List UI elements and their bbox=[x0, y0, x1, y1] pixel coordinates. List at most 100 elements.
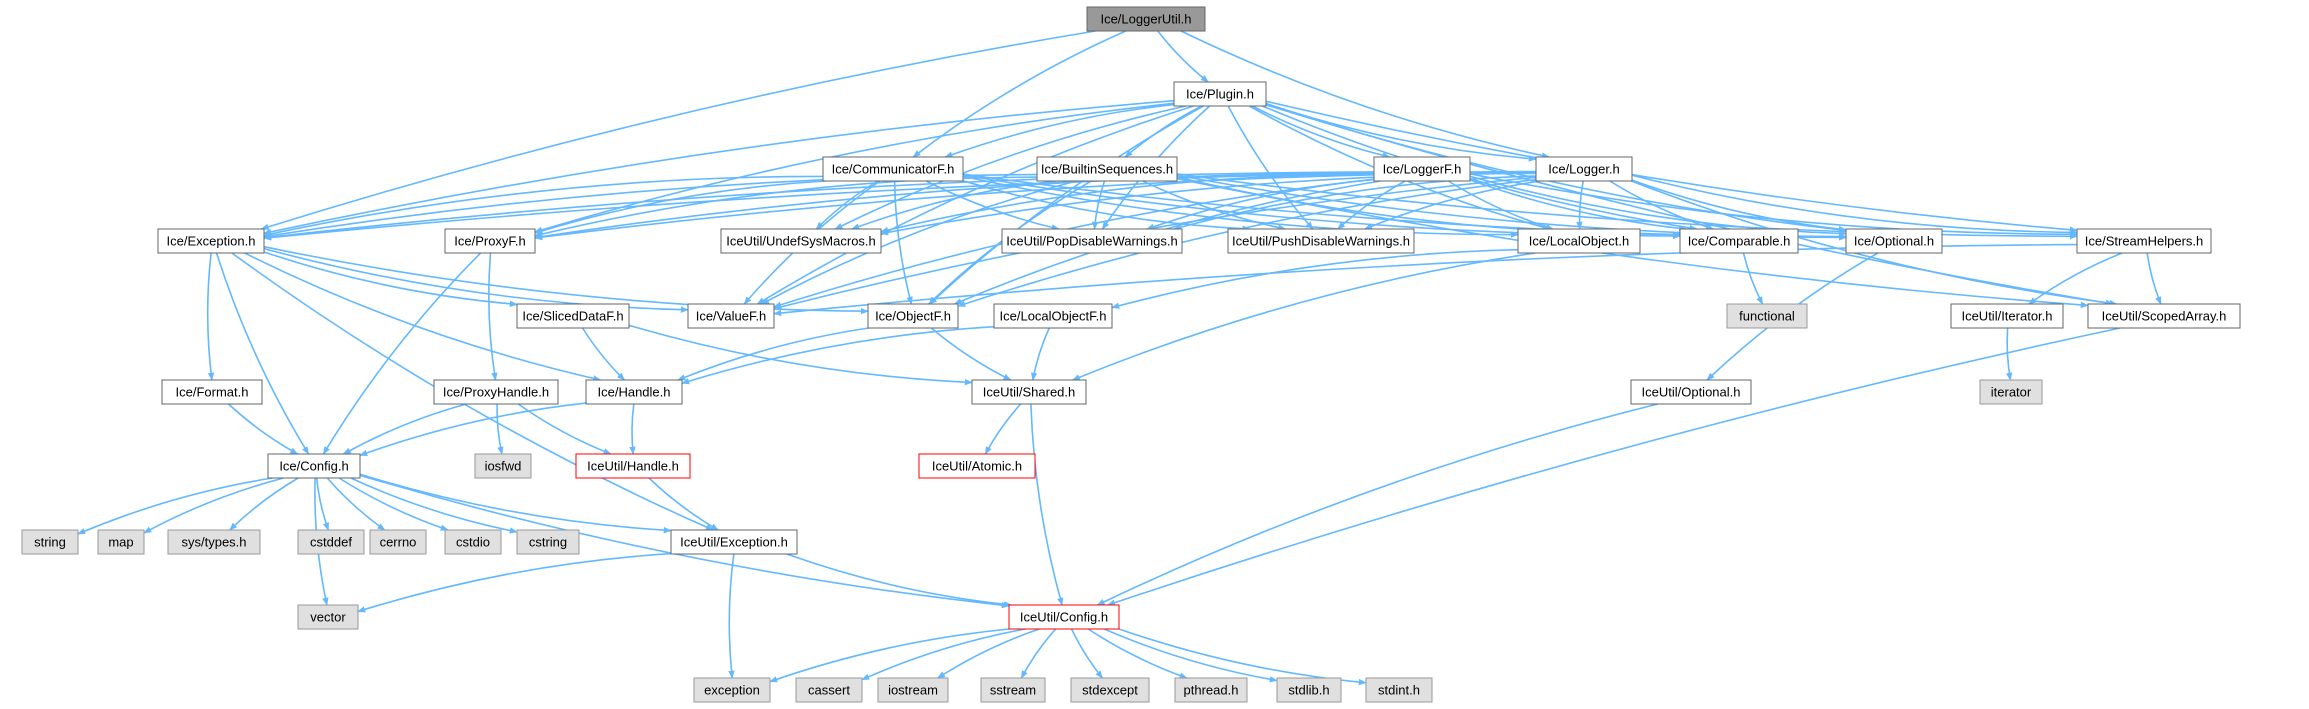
node-label: IceUtil/ScopedArray.h bbox=[2102, 309, 2227, 324]
node-config[interactable]: Ice/Config.h bbox=[267, 453, 361, 479]
edge-localobjf-to-handle bbox=[681, 325, 995, 385]
node-exception-std: exception bbox=[693, 677, 771, 703]
node-cstddef: cstddef bbox=[297, 529, 365, 555]
node-label: Ice/LocalObjectF.h bbox=[1000, 309, 1107, 324]
node-comparable[interactable]: Ice/Comparable.h bbox=[1679, 228, 1799, 254]
node-label: iostream bbox=[888, 683, 938, 698]
node-label: Ice/LoggerF.h bbox=[1383, 162, 1462, 177]
node-box bbox=[167, 529, 261, 555]
node-slicedf[interactable]: Ice/SlicedDataF.h bbox=[516, 303, 630, 329]
edge-exception-to-valuef bbox=[263, 247, 689, 313]
edge-logger-to-optional bbox=[1631, 179, 1847, 233]
node-label: cerrno bbox=[380, 535, 417, 550]
edge-utilconfig-to-sstream bbox=[1020, 628, 1057, 679]
node-format[interactable]: Ice/Format.h bbox=[161, 379, 263, 405]
edge-config-to-systypes bbox=[229, 477, 299, 531]
node-stdint: stdint.h bbox=[1365, 677, 1433, 703]
edge-config-to-string bbox=[77, 477, 273, 535]
node-undef[interactable]: IceUtil/UndefSysMacros.h bbox=[720, 228, 882, 254]
node-label: IceUtil/Config.h bbox=[1020, 610, 1108, 625]
node-label: Ice/BuiltinSequences.h bbox=[1041, 162, 1173, 177]
node-label: IceUtil/PushDisableWarnings.h bbox=[1232, 234, 1410, 249]
edge-root-to-plugin bbox=[1157, 30, 1209, 83]
node-iterator-h[interactable]: IceUtil/Iterator.h bbox=[1950, 303, 2064, 329]
node-handle[interactable]: Ice/Handle.h bbox=[585, 379, 683, 405]
node-iosfwd: iosfwd bbox=[474, 453, 532, 479]
node-builtin[interactable]: Ice/BuiltinSequences.h bbox=[1036, 156, 1178, 182]
edge-handle-to-config bbox=[359, 402, 587, 457]
edge-exception-to-handle bbox=[244, 252, 602, 382]
node-label: map bbox=[108, 535, 133, 550]
node-box bbox=[474, 453, 532, 479]
edge-utilconfig-to-exception_std bbox=[769, 628, 1010, 683]
node-logger[interactable]: Ice/Logger.h bbox=[1535, 156, 1633, 182]
node-stdlib: stdlib.h bbox=[1276, 677, 1342, 703]
node-label: cstring bbox=[529, 535, 567, 550]
edge-shared-to-atomic bbox=[984, 403, 1022, 455]
node-localobjf[interactable]: Ice/LocalObjectF.h bbox=[993, 303, 1113, 329]
edge-plugin-to-streamh bbox=[1265, 100, 2078, 233]
node-atomic[interactable]: IceUtil/Atomic.h bbox=[918, 453, 1036, 479]
node-localobj[interactable]: Ice/LocalObject.h bbox=[1517, 228, 1641, 254]
edge-builtin-to-valuef bbox=[760, 180, 1077, 305]
edge-proxyf-to-config bbox=[322, 252, 482, 455]
node-popdis[interactable]: IceUtil/PopDisableWarnings.h bbox=[1001, 228, 1183, 254]
node-label: Ice/CommunicatorF.h bbox=[832, 162, 955, 177]
edge-utilconfig-to-stdint bbox=[1118, 628, 1367, 686]
node-label: Ice/ValueF.h bbox=[696, 309, 767, 324]
node-label: cstdio bbox=[456, 535, 490, 550]
node-shared[interactable]: IceUtil/Shared.h bbox=[971, 379, 1087, 405]
node-box bbox=[21, 529, 79, 555]
node-commf[interactable]: Ice/CommunicatorF.h bbox=[822, 156, 964, 182]
edge-config-to-utilconfig bbox=[359, 474, 1010, 609]
node-loggerf[interactable]: Ice/LoggerF.h bbox=[1373, 156, 1471, 182]
edge-proxyhandle-to-iosfwd bbox=[496, 403, 504, 455]
node-label: cassert bbox=[808, 683, 850, 698]
node-utilexception[interactable]: IceUtil/Exception.h bbox=[670, 529, 798, 555]
node-proxyf[interactable]: Ice/ProxyF.h bbox=[444, 228, 536, 254]
edge-commf-to-pushdis bbox=[962, 180, 1251, 232]
node-pushdis[interactable]: IceUtil/PushDisableWarnings.h bbox=[1227, 228, 1415, 254]
node-box bbox=[1726, 303, 1808, 329]
edge-plugin-to-loggerf bbox=[1251, 105, 1391, 159]
edge-root-to-commf bbox=[912, 30, 1127, 158]
node-systypes: sys/types.h bbox=[167, 529, 261, 555]
node-plugin[interactable]: Ice/Plugin.h bbox=[1173, 81, 1267, 107]
node-utiloptional[interactable]: IceUtil/Optional.h bbox=[1630, 379, 1752, 405]
edge-loggerf-to-valuef bbox=[773, 178, 1375, 308]
node-label: Ice/ProxyF.h bbox=[454, 234, 526, 249]
edge-config-to-cstring bbox=[350, 477, 518, 534]
node-valuef[interactable]: Ice/ValueF.h bbox=[687, 303, 775, 329]
node-label: Ice/Exception.h bbox=[167, 234, 256, 249]
edge-streamh-to-scoped bbox=[2146, 252, 2162, 305]
node-label: cstddef bbox=[310, 535, 352, 550]
edge-utilexception-to-exception_std bbox=[728, 553, 735, 679]
node-exception[interactable]: Ice/Exception.h bbox=[157, 228, 265, 254]
edge-plugin-to-comparable bbox=[1262, 105, 1698, 232]
node-pthread: pthread.h bbox=[1174, 677, 1248, 703]
edge-plugin-to-undef bbox=[834, 105, 1186, 230]
node-objectf[interactable]: Ice/ObjectF.h bbox=[867, 303, 959, 329]
node-box bbox=[444, 529, 502, 555]
node-scoped[interactable]: IceUtil/ScopedArray.h bbox=[2087, 303, 2241, 329]
node-proxyhandle[interactable]: Ice/ProxyHandle.h bbox=[433, 379, 559, 405]
edge-proxyf-to-proxyhandle bbox=[487, 252, 498, 381]
node-root[interactable]: Ice/LoggerUtil.h bbox=[1086, 6, 1206, 32]
edge-logger-to-objectf bbox=[957, 178, 1537, 307]
node-streamh[interactable]: Ice/StreamHelpers.h bbox=[2076, 228, 2212, 254]
node-label: Ice/Format.h bbox=[176, 385, 249, 400]
node-utilhandle[interactable]: IceUtil/Handle.h bbox=[575, 453, 691, 479]
edge-commf-to-undef bbox=[815, 180, 879, 230]
edge-utilconfig-to-stdlib bbox=[1103, 628, 1278, 683]
node-optional[interactable]: Ice/Optional.h bbox=[1845, 228, 1943, 254]
node-label: sstream bbox=[990, 683, 1036, 698]
edge-streamh-to-iterator_h bbox=[2028, 252, 2123, 305]
node-label: Ice/Logger.h bbox=[1548, 162, 1620, 177]
node-box bbox=[297, 604, 359, 630]
node-layer: Ice/LoggerUtil.hIce/Plugin.hIce/Communic… bbox=[21, 6, 2241, 703]
edge-utilconfig-to-stdexcept bbox=[1070, 628, 1104, 679]
node-box bbox=[867, 303, 959, 329]
node-utilconfig[interactable]: IceUtil/Config.h bbox=[1008, 604, 1120, 630]
edge-builtin-to-popdis bbox=[1091, 180, 1106, 230]
